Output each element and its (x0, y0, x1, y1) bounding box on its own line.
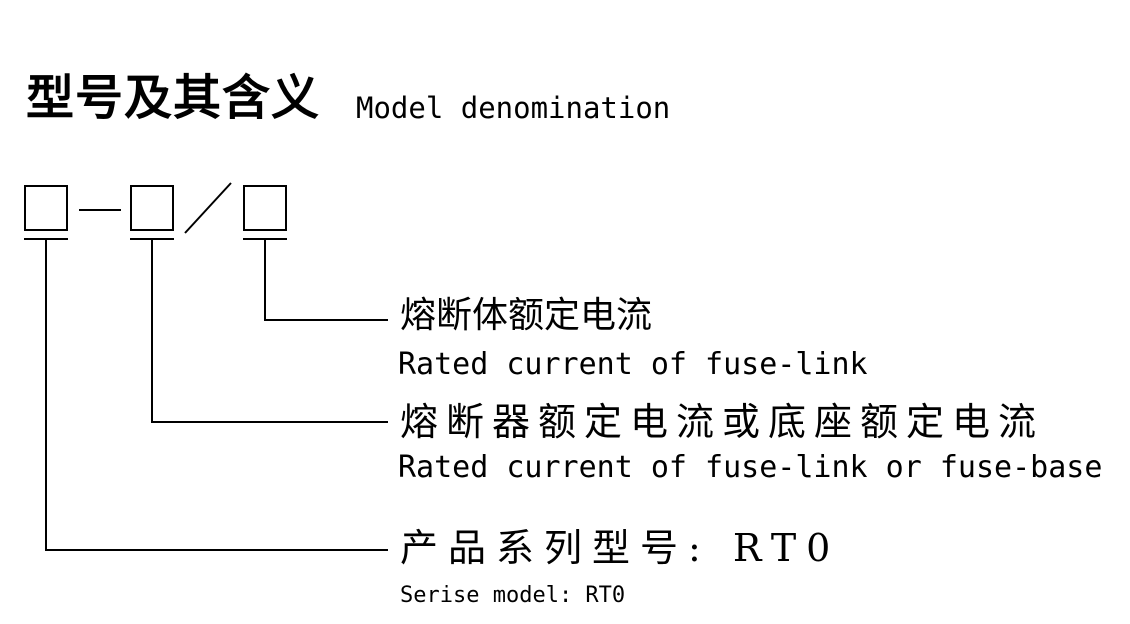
page-title-chinese: 型号及其含义 (26, 70, 321, 126)
connector-box2-to-fusebase-label (151, 239, 388, 423)
series-model-label-en: Serise model: RT0 (400, 583, 626, 608)
series-model-label-zh: 产品系列型号: RT0 (400, 526, 841, 570)
model-code-box-fuse-rated-current (130, 185, 174, 231)
fuselink-current-label-zh: 熔断体额定电流 (400, 295, 653, 336)
slash-separator-line (184, 182, 232, 234)
fusebase-current-label-zh: 熔断器额定电流或底座额定电流 (400, 400, 1045, 444)
model-code-box-fuselink-rated-current (243, 185, 287, 231)
page-title-english: Model denomination (356, 91, 671, 125)
fusebase-current-label-en: Rated current of fuse-link or fuse-base (398, 450, 1103, 485)
connector-box3-to-fuselink-label (264, 239, 388, 321)
connector-box1-to-series-label (45, 239, 388, 551)
model-code-box-series (24, 185, 68, 231)
fuselink-current-label-en: Rated current of fuse-link (398, 347, 868, 382)
